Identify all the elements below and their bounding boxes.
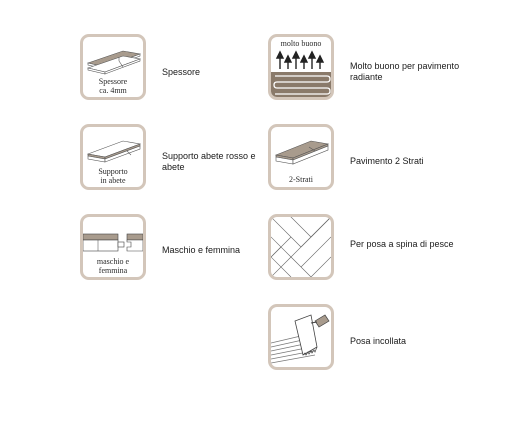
tongue-and-groove-icon <box>83 233 143 252</box>
icon-caption: ca. 4mm <box>99 86 127 95</box>
herringbone-pattern-icon <box>271 217 331 277</box>
feature-label-herringbone: Per posa a spina di pesce <box>350 239 454 249</box>
feature-label-layers: Pavimento 2 Strati <box>350 156 424 166</box>
feature-label-thickness: Spessore <box>162 67 201 77</box>
thickness-tile: Spessore ca. 4mm <box>80 34 146 100</box>
icon-caption: maschio e <box>96 257 130 266</box>
glued-installation-icon <box>271 314 330 364</box>
support-tile: Supporto in abete <box>80 124 146 190</box>
feature-label-tongue: Maschio e femmina <box>162 245 241 255</box>
feature-label-radiant: Molto buono per pavimento radiante <box>350 61 460 82</box>
plank-thickness-icon <box>86 50 142 75</box>
icon-caption: in abete <box>100 176 126 185</box>
two-layer-floor-icon <box>274 140 330 165</box>
tongue-tile: maschio e femmina <box>80 214 146 280</box>
layers-tile: 2-Strati <box>268 124 334 190</box>
herringbone-tile <box>268 214 334 280</box>
icon-caption: femmina <box>98 266 128 275</box>
icon-caption: Supporto <box>98 167 128 176</box>
fir-support-layers-icon <box>86 140 142 163</box>
radiant-tile: molto buono <box>268 34 334 100</box>
icon-caption: molto buono <box>280 39 322 48</box>
icon-caption: Spessore <box>98 77 128 86</box>
feature-label-support: Supporto abete rosso e abete <box>162 151 256 172</box>
feature-label-glued: Posa incollata <box>350 336 407 346</box>
icon-caption: 2-Strati <box>289 175 313 184</box>
radiant-floor-heating-icon <box>271 50 331 97</box>
glued-tile <box>268 304 334 370</box>
